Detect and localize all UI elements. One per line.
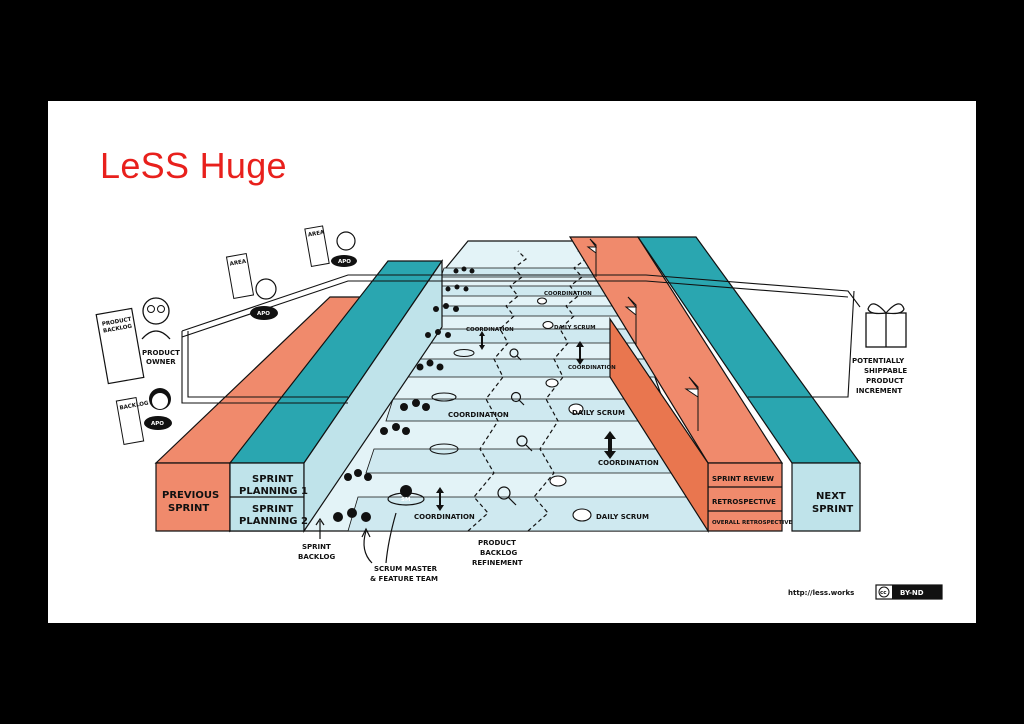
svg-text:BY-ND: BY-ND bbox=[900, 589, 924, 597]
apo-avatar-3: APO bbox=[144, 388, 172, 430]
svg-text:APO: APO bbox=[257, 311, 270, 317]
coordination-label-1: COORDINATION bbox=[414, 513, 475, 521]
svg-text:AREA: AREA bbox=[229, 259, 247, 268]
feature-teams bbox=[333, 266, 475, 522]
svg-text:BACKLOG: BACKLOG bbox=[480, 549, 517, 557]
svg-text:BACKLOG: BACKLOG bbox=[103, 324, 133, 335]
svg-text:INCREMENT: INCREMENT bbox=[856, 387, 902, 395]
svg-text:AREA: AREA bbox=[308, 230, 326, 239]
svg-text:APO: APO bbox=[338, 259, 351, 265]
svg-text:SPRINT: SPRINT bbox=[252, 474, 293, 485]
overall-retrospective-label: OVERALL RETROSPECTIVE bbox=[712, 520, 792, 526]
coordination-label-3: COORDINATION bbox=[448, 411, 509, 419]
daily-scrum-label-3: DAILY SCRUM bbox=[554, 325, 596, 331]
pbr-annotation: PRODUCT BACKLOG REFINEMENT bbox=[472, 539, 523, 567]
area-backlog-doc-3: BACKLOG bbox=[115, 397, 149, 445]
increment-label: POTENTIALLY SHIPPABLE PRODUCT INCREMENT bbox=[852, 357, 907, 395]
svg-text:REFINEMENT: REFINEMENT bbox=[472, 559, 523, 567]
coordination-label-4: COORDINATION bbox=[568, 365, 616, 371]
sprint-planning-2-label: SPRINT PLANNING 2 bbox=[239, 504, 308, 527]
svg-text:SPRINT: SPRINT bbox=[812, 504, 853, 515]
daily-scrum-label-2: DAILY SCRUM bbox=[572, 409, 625, 417]
sprint-planning-1-label: SPRINT PLANNING 1 bbox=[239, 474, 308, 497]
refinement-magnifier-icons bbox=[497, 348, 533, 506]
cc-icon: cc bbox=[880, 590, 887, 596]
svg-text:PRODUCT: PRODUCT bbox=[866, 377, 904, 385]
coordination-label-2: COORDINATION bbox=[598, 459, 659, 467]
less-huge-diagram: PREVIOUS SPRINT SPRINT PLANNING 1 SPRINT… bbox=[95, 225, 943, 600]
pbr-divider bbox=[467, 250, 587, 532]
svg-text:BACKLOG: BACKLOG bbox=[298, 553, 335, 561]
svg-text:PRODUCT: PRODUCT bbox=[102, 317, 133, 328]
previous-sprint-label: PREVIOUS SPRINT bbox=[162, 490, 219, 514]
area-backlog-doc-1: AREA bbox=[225, 253, 255, 299]
svg-text:SCRUM MASTER: SCRUM MASTER bbox=[374, 565, 438, 573]
slide-title: LeSS Huge bbox=[100, 145, 287, 186]
area-backlog-doc-2: AREA bbox=[304, 225, 330, 268]
scrum-master-marker: SM bbox=[387, 485, 425, 506]
svg-text:SPRINT: SPRINT bbox=[168, 503, 209, 514]
svg-text:BACKLOG: BACKLOG bbox=[119, 400, 149, 411]
coordination-label-5: COORDINATION bbox=[466, 327, 514, 333]
daily-scrum-label-1: DAILY SCRUM bbox=[596, 513, 649, 521]
sprint-review-label: SPRINT REVIEW bbox=[712, 475, 774, 483]
apo-avatar-1: APO bbox=[250, 278, 278, 320]
sprint-backlog-annotation: SPRINT BACKLOG bbox=[298, 517, 335, 561]
svg-text:SPRINT: SPRINT bbox=[302, 543, 331, 551]
product-backlog-doc: PRODUCT BACKLOG bbox=[95, 307, 145, 385]
svg-text:POTENTIALLY: POTENTIALLY bbox=[852, 357, 905, 365]
product-owner-avatar bbox=[141, 297, 171, 340]
apo-avatar-2: APO bbox=[331, 231, 357, 267]
product-owner-label: PRODUCT OWNER bbox=[142, 349, 180, 366]
svg-text:SM: SM bbox=[401, 497, 410, 503]
svg-text:& FEATURE TEAM: & FEATURE TEAM bbox=[370, 575, 438, 583]
svg-text:PLANNING 1: PLANNING 1 bbox=[239, 486, 308, 497]
svg-text:PRODUCT: PRODUCT bbox=[142, 349, 180, 357]
svg-text:PREVIOUS: PREVIOUS bbox=[162, 490, 219, 501]
gift-icon bbox=[865, 303, 907, 348]
license-footer: http://less.works cc BY-ND bbox=[788, 584, 943, 600]
svg-text:PLANNING 2: PLANNING 2 bbox=[239, 516, 308, 527]
slide: LeSS Huge bbox=[48, 101, 976, 623]
daily-scrum-bubbles bbox=[536, 297, 592, 522]
coordination-label-6: COORDINATION bbox=[544, 291, 592, 297]
svg-text:APO: APO bbox=[151, 421, 164, 427]
scrum-master-team-annotation: SCRUM MASTER & FEATURE TEAM bbox=[361, 512, 438, 583]
svg-text:SHIPPABLE: SHIPPABLE bbox=[864, 367, 907, 375]
retrospective-windmill-icons bbox=[586, 238, 699, 431]
coordination-arrows bbox=[436, 331, 616, 511]
svg-text:OWNER: OWNER bbox=[146, 358, 176, 366]
team-lanes bbox=[347, 267, 709, 532]
svg-text:PRODUCT: PRODUCT bbox=[478, 539, 516, 547]
retrospective-label: RETROSPECTIVE bbox=[712, 498, 776, 506]
svg-text:http://less.works: http://less.works bbox=[788, 589, 854, 597]
svg-text:NEXT: NEXT bbox=[816, 491, 846, 502]
next-sprint-label: NEXT SPRINT bbox=[812, 491, 853, 515]
svg-text:SPRINT: SPRINT bbox=[252, 504, 293, 515]
